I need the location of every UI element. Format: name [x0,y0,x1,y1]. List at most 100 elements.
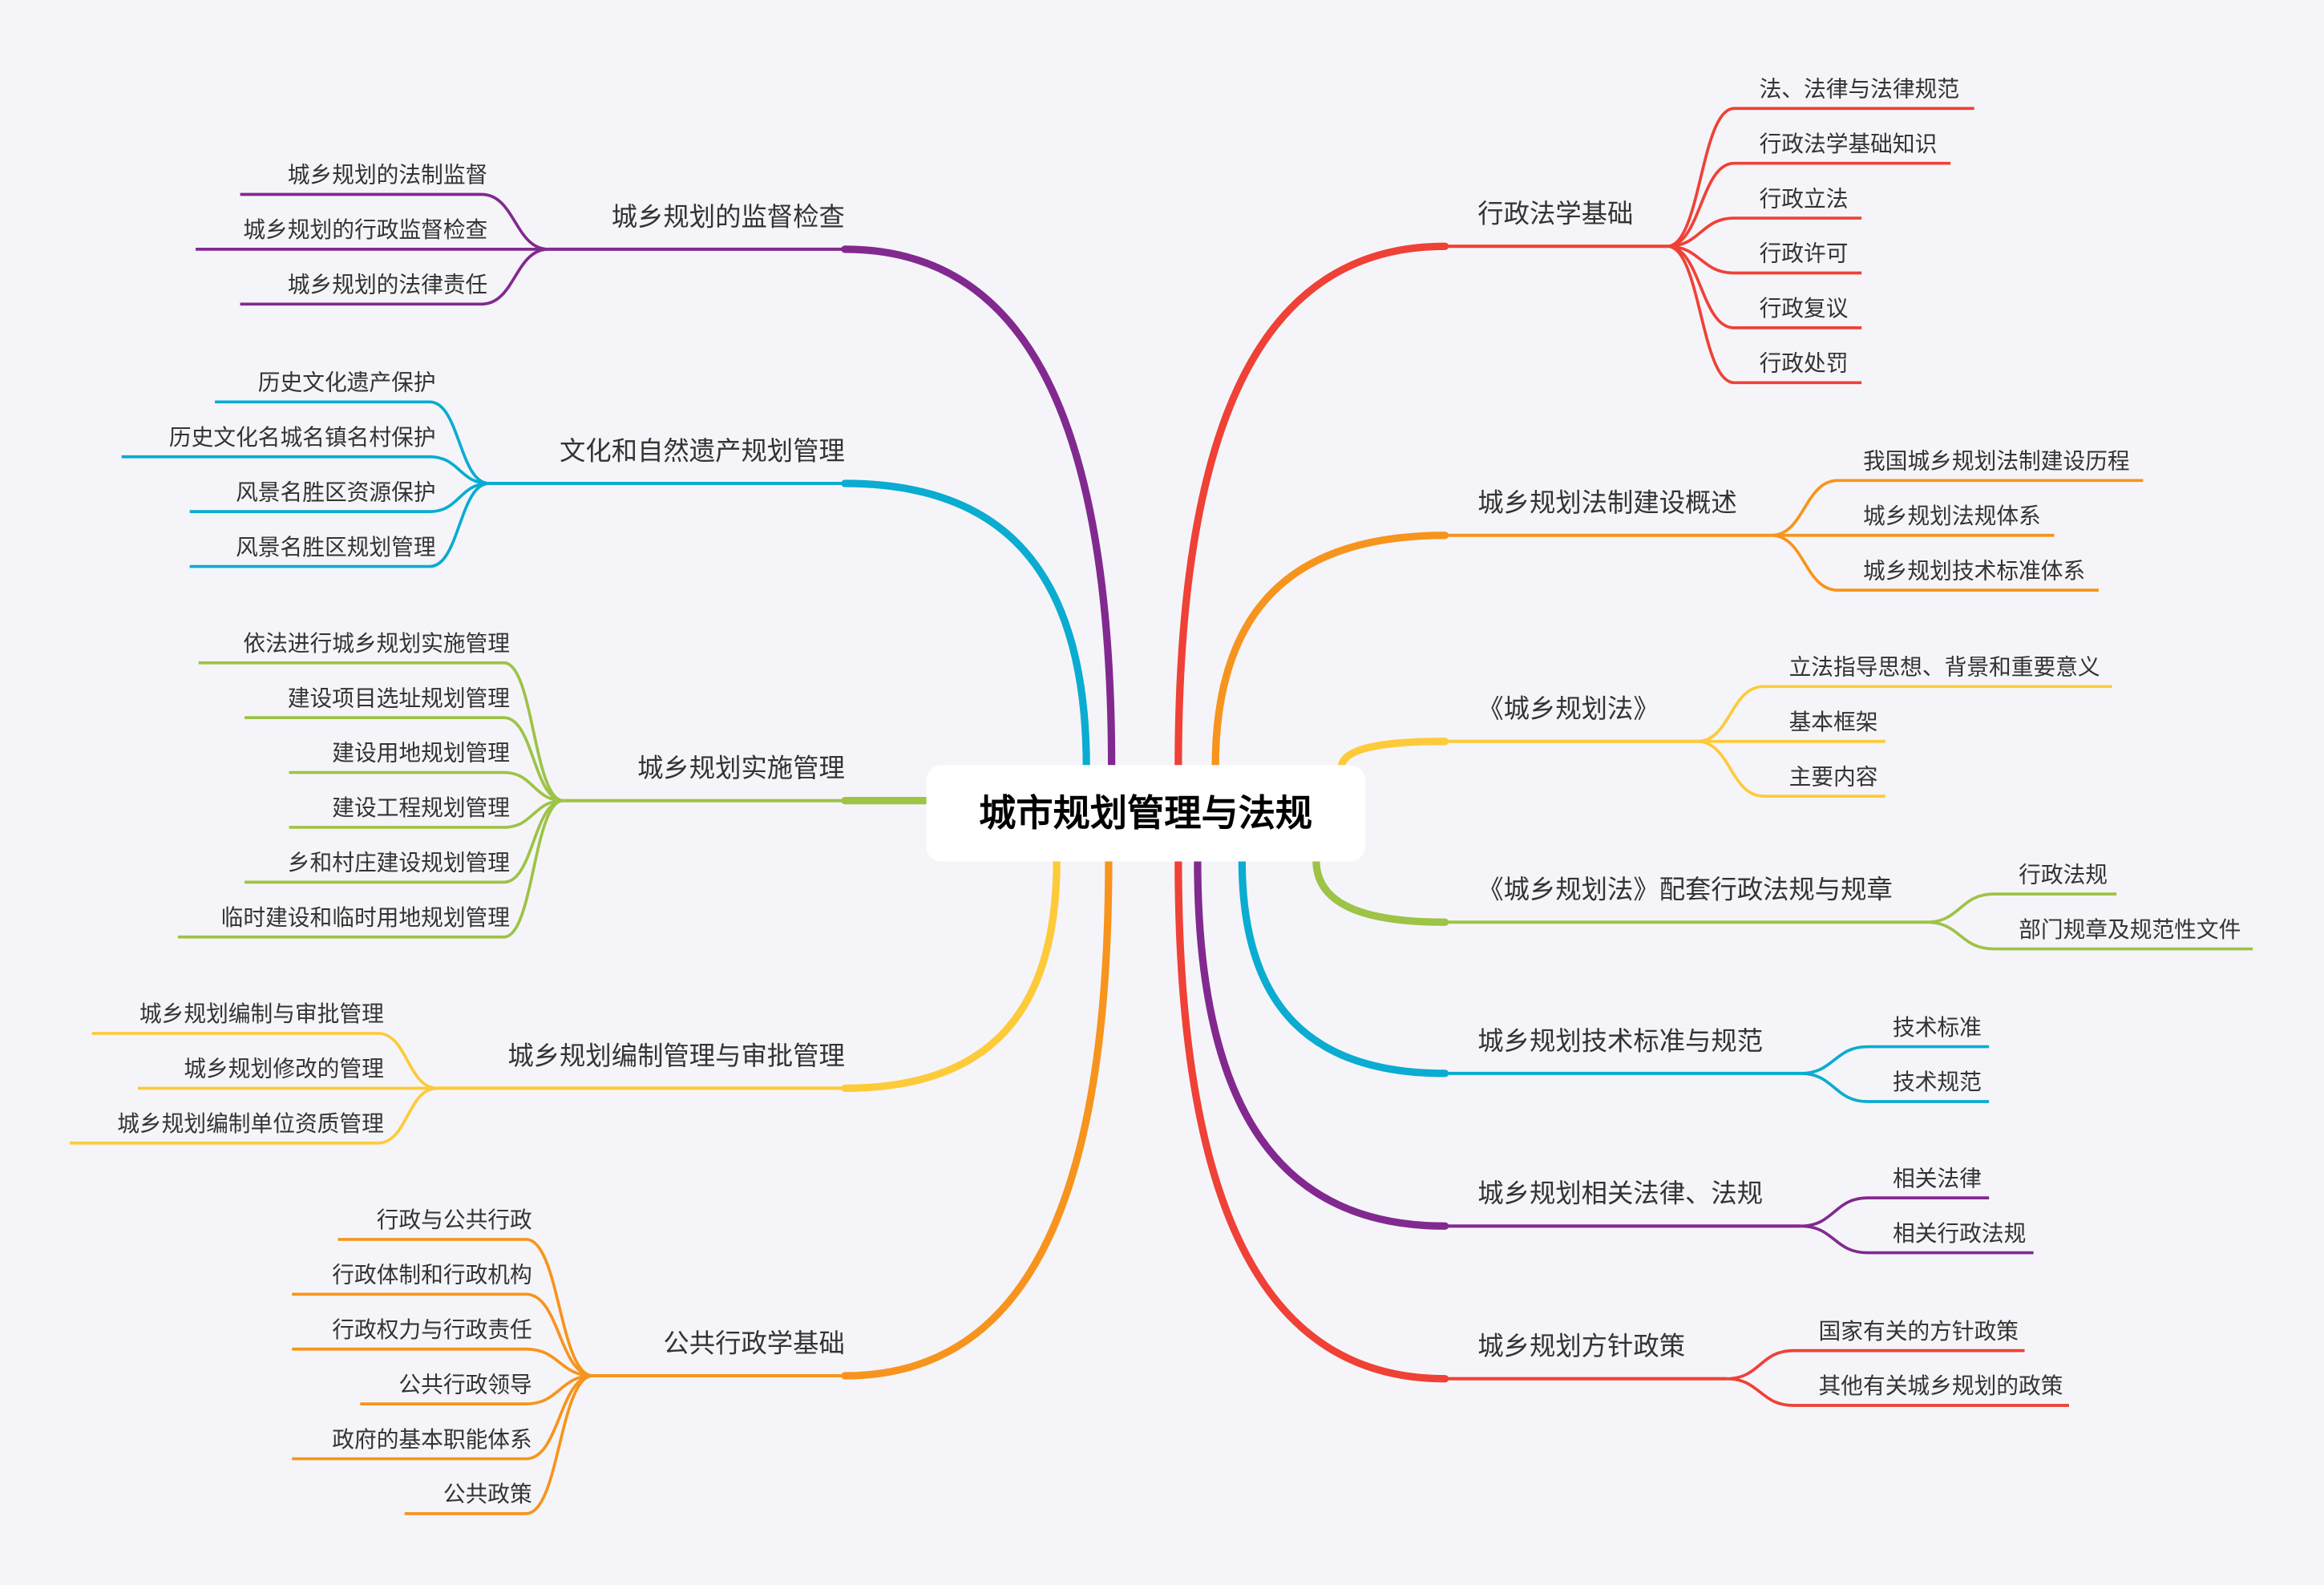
subtopic-line [240,248,549,306]
subtopic-line [240,192,549,251]
branch-labels: 行政法学基础法、法律与法律规范行政法学基础知识行政立法行政许可行政复议行政处罚城… [117,76,2241,1506]
main-branch-curve [1337,738,1449,772]
main-topic[interactable]: 《城乡规划法》配套行政法规与规章 [1477,875,1893,904]
subtopic[interactable]: 我国城乡规划法制建设历程 [1863,449,2130,474]
main-topic[interactable]: 城乡规划编制管理与审批管理 [507,1041,844,1070]
subtopic-line [1667,216,1862,249]
subtopic-line [337,1238,593,1377]
subtopic[interactable]: 建设工程规划管理 [332,795,510,820]
subtopic-line [1696,739,1885,798]
subtopic[interactable]: 行政权力与行政责任 [332,1317,531,1342]
subtopic[interactable]: 技术规范 [1893,1069,1982,1094]
subtopic[interactable]: 行政复议 [1760,296,1849,321]
subtopic-line [1771,479,2144,537]
subtopic-line [245,716,564,803]
subtopic[interactable]: 国家有关的方针政策 [1819,1319,2019,1344]
subtopic-line [289,770,564,803]
main-topic[interactable]: 《城乡规划法》 [1477,694,1659,723]
subtopic-line [177,799,564,939]
subtopic[interactable]: 城乡规划修改的管理 [184,1057,383,1082]
subtopic[interactable]: 建设项目选址规划管理 [288,685,510,710]
subtopic[interactable]: 行政处罚 [1760,351,1849,376]
subtopic[interactable]: 公共行政领导 [398,1372,531,1397]
subtopic[interactable]: 历史文化遗产保护 [258,370,436,395]
subtopic[interactable]: 公共政策 [443,1482,532,1506]
subtopic[interactable]: 历史文化名城名镇名村保护 [169,425,436,450]
subtopic-line [1667,161,1951,249]
main-topic[interactable]: 城乡规划方针政策 [1477,1332,1685,1361]
subtopic[interactable]: 主要内容 [1789,764,1878,789]
subtopic-line [1926,892,2117,924]
main-branch-curve [1312,856,1449,926]
subtopic-line [292,1347,593,1377]
subtopic-line [1801,1224,2034,1255]
subtopic-line [198,661,564,803]
subtopic[interactable]: 乡和村庄建设规划管理 [288,851,510,875]
subtopic-line [404,1374,593,1515]
subtopic[interactable]: 法、法律与法律规范 [1760,76,1959,101]
subtopic-line [1771,533,2099,592]
subtopic[interactable]: 风景名胜区规划管理 [236,535,435,560]
main-topic[interactable]: 城乡规划实施管理 [637,754,845,782]
main-branch-curve [1174,856,1449,1383]
subtopic-line [292,1374,593,1461]
subtopic-line [289,799,564,829]
subtopic-line [1726,1348,2025,1381]
main-topic[interactable]: 城乡规划法制建设概述 [1477,488,1736,517]
subtopic[interactable]: 风景名胜区资源保护 [236,479,435,504]
main-branch-curve [841,856,1061,1092]
main-topic[interactable]: 行政法学基础 [1477,200,1633,228]
subtopic-line [189,482,490,513]
main-branch-curve [1211,532,1449,772]
subtopic[interactable]: 城乡规划法规体系 [1863,503,2041,528]
subtopic-line [121,455,490,485]
subtopic[interactable]: 城乡规划的法制监督 [288,163,487,188]
subtopic[interactable]: 行政与公共行政 [377,1207,532,1232]
subtopic-line [1667,245,1862,385]
subtopic[interactable]: 城乡规划技术标准体系 [1863,558,2085,583]
subtopic-line [189,482,490,568]
main-topic[interactable]: 城乡规划的监督检查 [612,202,845,231]
subtopic[interactable]: 行政体制和行政机构 [332,1263,531,1288]
main-topic[interactable]: 城乡规划技术标准与规范 [1477,1026,1763,1055]
subtopic-line [1726,1377,2069,1407]
subtopic[interactable]: 建设用地规划管理 [332,741,510,766]
subtopic[interactable]: 临时建设和临时用地规划管理 [221,905,510,930]
subtopic[interactable]: 相关法律 [1893,1166,1982,1191]
subtopic[interactable]: 政府的基本职能体系 [332,1427,531,1452]
main-branch-curve [1174,242,1449,772]
subtopic[interactable]: 城乡规划编制与审批管理 [139,1001,384,1026]
main-topic[interactable]: 文化和自然遗产规划管理 [560,436,845,465]
subtopic[interactable]: 部门规章及规范性文件 [2019,917,2241,942]
subtopic-line [69,1086,438,1145]
subtopic-line [91,1032,438,1090]
subtopic-line [1667,245,1862,275]
main-topic[interactable]: 公共行政学基础 [663,1328,844,1357]
subtopic-line [1926,920,2253,951]
subtopic-line [1696,685,2112,743]
subtopic[interactable]: 城乡规划的法律责任 [288,273,487,297]
subtopic[interactable]: 行政许可 [1760,241,1849,266]
subtopic-line [360,1374,593,1406]
subtopic[interactable]: 城乡规划编制单位资质管理 [117,1111,384,1136]
root-node[interactable]: 城市规划管理与法规 [926,765,1365,862]
subtopic[interactable]: 行政法规 [2019,862,2108,887]
subtopic[interactable]: 行政立法 [1760,186,1849,211]
subtopic[interactable]: 基本框架 [1789,710,1878,734]
subtopic[interactable]: 城乡规划的行政监督检查 [243,217,487,242]
subtopic[interactable]: 其他有关城乡规划的政策 [1819,1373,2063,1398]
subtopic-line [1801,1196,1990,1228]
main-topic[interactable]: 城乡规划相关法律、法规 [1477,1179,1763,1208]
main-branch-curve [1238,856,1449,1078]
subtopic[interactable]: 相关行政法规 [1893,1221,2026,1246]
subtopic-line [292,1292,593,1377]
subtopic-line [1801,1072,1990,1103]
subtopic[interactable]: 行政法学基础知识 [1760,131,1938,156]
subtopic[interactable]: 技术标准 [1893,1015,1982,1040]
branch-lines [69,107,2253,1515]
subtopic-line [215,400,490,485]
subtopic-line [1667,107,1974,249]
subtopic-line [1801,1045,1990,1075]
subtopic[interactable]: 依法进行城乡规划实施管理 [243,631,510,656]
subtopic[interactable]: 立法指导思想、背景和重要意义 [1789,655,2100,680]
